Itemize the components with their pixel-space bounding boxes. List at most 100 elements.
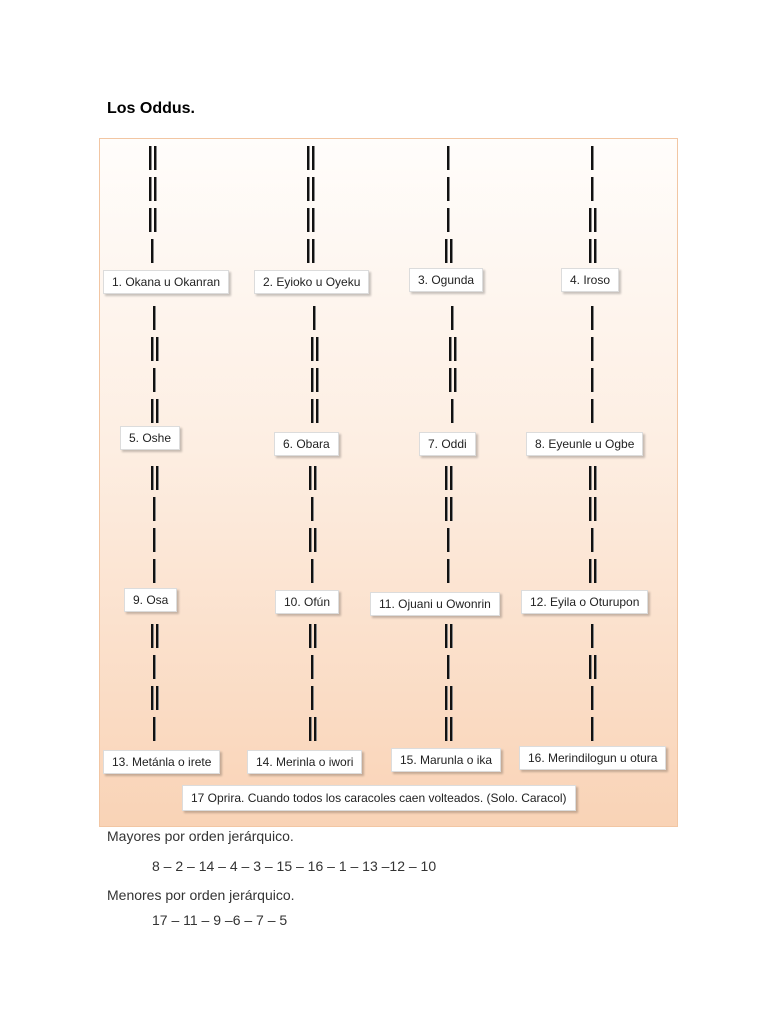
mark-stroke	[308, 466, 311, 490]
double-mark	[300, 717, 324, 741]
single-mark	[436, 528, 460, 552]
mark-stroke	[308, 624, 311, 648]
mark-stroke	[311, 177, 314, 201]
mark-stroke	[308, 528, 311, 552]
single-mark	[436, 208, 460, 232]
single-mark	[300, 559, 324, 583]
mark-stroke	[153, 655, 155, 679]
odu-7-label: 7. Oddi	[419, 432, 476, 456]
mark-stroke	[593, 559, 596, 583]
odu-10-label: 10. Ofún	[275, 590, 340, 614]
mark-stroke	[588, 239, 591, 263]
odu-8-label: 8. Eyeunle u Ogbe	[526, 432, 644, 456]
mark-stroke	[311, 208, 314, 232]
single-mark	[142, 306, 166, 330]
double-mark	[142, 466, 166, 490]
mark-stroke	[153, 306, 155, 330]
single-mark	[300, 655, 324, 679]
double-mark	[440, 337, 464, 361]
mark-stroke	[447, 177, 449, 201]
mark-stroke	[591, 337, 593, 361]
mark-stroke	[593, 208, 596, 232]
single-mark	[142, 717, 166, 741]
mark-stroke	[311, 559, 313, 583]
mark-stroke	[593, 239, 596, 263]
double-mark	[142, 399, 166, 423]
single-mark	[142, 497, 166, 521]
menores-heading: Menores por orden jerárquico.	[107, 887, 295, 903]
mark-stroke	[313, 624, 316, 648]
mark-stroke	[453, 337, 456, 361]
single-mark	[436, 559, 460, 583]
mark-stroke	[155, 337, 158, 361]
double-mark	[436, 717, 460, 741]
mark-stroke	[311, 239, 314, 263]
mark-stroke	[451, 399, 453, 423]
mark-stroke	[449, 686, 452, 710]
double-mark	[436, 686, 460, 710]
mark-stroke	[306, 208, 309, 232]
mark-stroke	[313, 717, 316, 741]
mark-stroke	[310, 337, 313, 361]
single-mark	[142, 528, 166, 552]
menores-sequence: 17 – 11 – 9 –6 – 7 – 5	[152, 912, 288, 928]
mark-stroke	[588, 208, 591, 232]
mark-stroke	[444, 686, 447, 710]
mark-stroke	[444, 624, 447, 648]
double-mark	[298, 239, 322, 263]
single-mark	[142, 655, 166, 679]
mark-stroke	[311, 497, 313, 521]
mark-stroke	[311, 686, 313, 710]
double-mark	[302, 368, 326, 392]
mark-stroke	[591, 686, 593, 710]
mark-stroke	[150, 686, 153, 710]
mark-stroke	[591, 624, 593, 648]
odu-1-label: 1. Okana u Okanran	[103, 270, 230, 294]
mark-stroke	[453, 368, 456, 392]
mark-stroke	[153, 368, 155, 392]
odu-2-label: 2. Eyioko u Oyeku	[254, 270, 370, 294]
mark-stroke	[155, 686, 158, 710]
mark-stroke	[449, 239, 452, 263]
double-mark	[300, 466, 324, 490]
double-mark	[440, 368, 464, 392]
single-mark	[580, 399, 604, 423]
mark-stroke	[315, 368, 318, 392]
single-mark	[580, 368, 604, 392]
mark-stroke	[449, 466, 452, 490]
mark-stroke	[451, 306, 453, 330]
mark-stroke	[306, 177, 309, 201]
double-mark	[580, 655, 604, 679]
mark-stroke	[444, 717, 447, 741]
double-mark	[140, 177, 164, 201]
odu-17-label: 17 Oprira. Cuando todos los caracoles ca…	[182, 785, 576, 811]
mark-stroke	[447, 528, 449, 552]
single-mark	[436, 655, 460, 679]
odu-16-label: 16. Merindilogun u otura	[519, 746, 667, 770]
single-mark	[580, 337, 604, 361]
mark-stroke	[153, 559, 155, 583]
mark-stroke	[313, 466, 316, 490]
double-mark	[436, 624, 460, 648]
mark-stroke	[155, 399, 158, 423]
single-mark	[300, 686, 324, 710]
mark-stroke	[306, 239, 309, 263]
mark-stroke	[591, 368, 593, 392]
odu-5-label: 5. Oshe	[120, 426, 181, 450]
page-title: Los Oddus.	[107, 100, 195, 117]
mark-stroke	[593, 497, 596, 521]
mark-stroke	[444, 497, 447, 521]
double-mark	[580, 559, 604, 583]
mark-stroke	[588, 497, 591, 521]
mayores-heading: Mayores por orden jerárquico.	[107, 828, 294, 844]
odu-11-label: 11. Ojuani u Owonrin	[370, 592, 500, 616]
single-mark	[436, 177, 460, 201]
mark-stroke	[591, 399, 593, 423]
mark-stroke	[155, 466, 158, 490]
mark-stroke	[148, 208, 151, 232]
mark-stroke	[447, 146, 449, 170]
single-mark	[436, 146, 460, 170]
odu-9-label: 9. Osa	[124, 588, 178, 612]
double-mark	[298, 177, 322, 201]
single-mark	[440, 399, 464, 423]
